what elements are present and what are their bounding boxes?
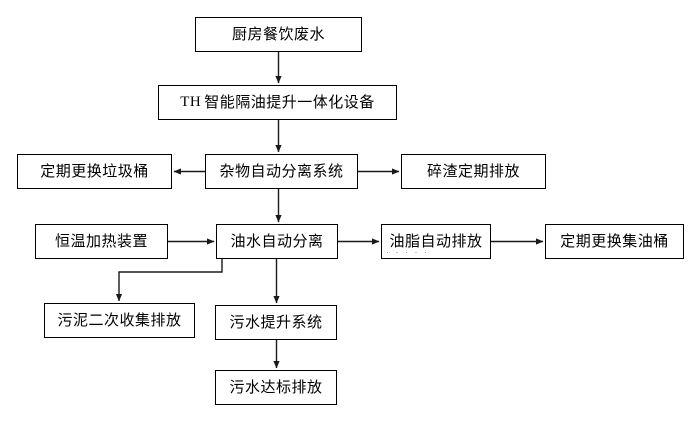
node-sewage-lifting-system[interactable]: 污水提升系统 [215,305,337,340]
node-oil-water-auto-separation[interactable]: 油水自动分离 [216,224,338,259]
node-kitchen-wastewater[interactable]: 厨房餐饮废水 [195,17,362,52]
node-label: 油脂自动排放 [389,233,483,250]
node-debris-auto-separation-system[interactable]: 杂物自动分离系统 [205,154,358,189]
node-label: 污水达标排放 [229,379,323,396]
node-label: 杂物自动分离系统 [219,163,344,180]
node-label: 定期更换集油桶 [560,233,669,250]
node-grease-auto-discharge[interactable]: 油脂自动排放 [381,224,491,259]
node-label: 厨房餐饮废水 [231,26,325,43]
node-sewage-compliant-discharge[interactable]: 污水达标排放 [215,370,337,405]
node-label-lead: TH [180,94,202,110]
node-constant-temperature-heater[interactable]: 恒温加热装置 [35,224,168,259]
node-sludge-secondary-collection[interactable]: 污泥二次收集排放 [44,303,195,338]
node-label: 恒温加热装置 [54,233,148,250]
node-label: 定期更换垃圾桶 [40,163,149,180]
edge-n7-n10 [115,259,223,302]
node-label: 污水提升系统 [229,314,323,331]
node-label: 智能隔油提升一体化设备 [204,94,375,111]
node-label: 污泥二次收集排放 [57,312,182,329]
node-replace-oil-barrel[interactable]: 定期更换集油桶 [545,224,684,259]
node-replace-trash-bin[interactable]: 定期更换垃圾桶 [17,154,172,189]
node-residue-periodic-discharge[interactable]: 碎渣定期排放 [401,154,546,189]
node-label: 碎渣定期排放 [426,163,520,180]
node-label: 油水自动分离 [230,233,324,250]
